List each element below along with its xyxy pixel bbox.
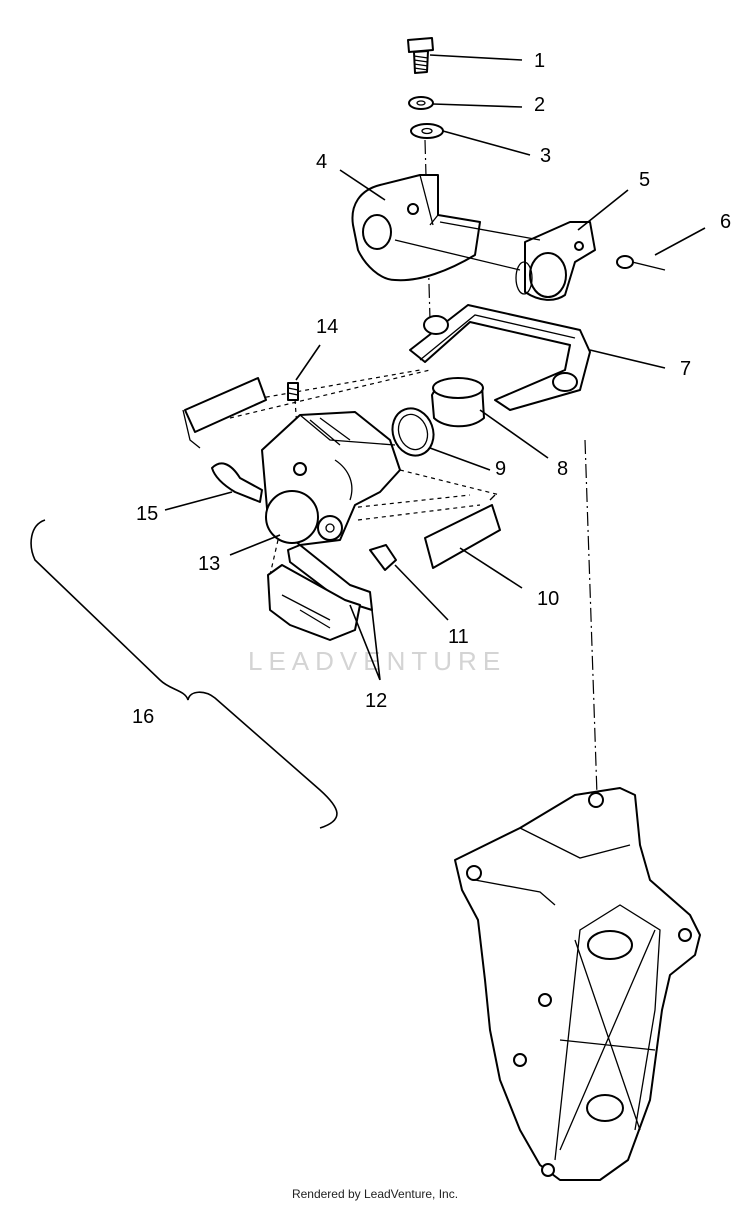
callout-15: 15 [136,503,158,525]
callout-13: 13 [198,553,220,575]
callout-5: 5 [639,169,650,191]
callout-8: 8 [557,458,568,480]
callout-2: 2 [534,94,545,116]
part-7-yoke-frame [409,304,591,411]
callout-7: 7 [680,358,691,380]
callout-4: 4 [316,151,327,173]
part-2-lock-washer [408,96,434,110]
part-15-brake-line [211,462,263,503]
leader-line-5 [577,189,629,231]
callout-6: 6 [720,211,731,233]
leader-line-6 [654,227,706,256]
leader-line-13 [229,534,281,556]
callout-10: 10 [537,588,559,610]
leader-line-8 [479,409,549,459]
leader-line-2 [432,103,523,108]
callout-14: 14 [316,316,338,338]
callout-11: 11 [448,626,469,648]
axis-line-13 [269,539,279,576]
callout-3: 3 [540,145,551,167]
leader-line-15 [164,491,233,511]
part-9-seal-ring [391,407,435,457]
callout-16: 16 [132,706,154,728]
bracket-16 [30,519,338,829]
leader-line-10 [459,547,523,589]
callout-12: 12 [365,690,387,712]
leader-line-9 [429,447,491,471]
part-12-brake-pads [267,544,373,641]
axis-line-housing [584,439,598,796]
leader-line-3 [442,130,531,156]
leader-line-4 [339,169,386,201]
leader-line-14 [295,344,321,381]
leader-line-12 [349,604,381,681]
part-10-lower-clip [424,494,501,569]
part-14-bleed-screw [287,382,299,401]
part-4-bracket [351,174,481,282]
part-3-flat-washer [410,123,444,139]
part-5-pivot-arm [394,221,596,301]
part-upper-clip [182,377,267,449]
part-11-fitting [369,544,397,571]
footer-credit: Rendered by LeadVenture, Inc. [291,1187,459,1201]
callout-1: 1 [534,50,545,72]
leader-line-11 [394,564,449,621]
part-1-bolt [407,37,434,74]
watermark-text: LEADVENTURE [248,646,506,676]
leader-line-1 [429,54,523,61]
part-6-screw [616,255,666,271]
part-housing [454,787,701,1181]
leader-line-7 [589,349,666,369]
callout-9: 9 [495,458,506,480]
part-13-caliper-body [261,411,401,546]
part-8-piston [431,377,485,428]
